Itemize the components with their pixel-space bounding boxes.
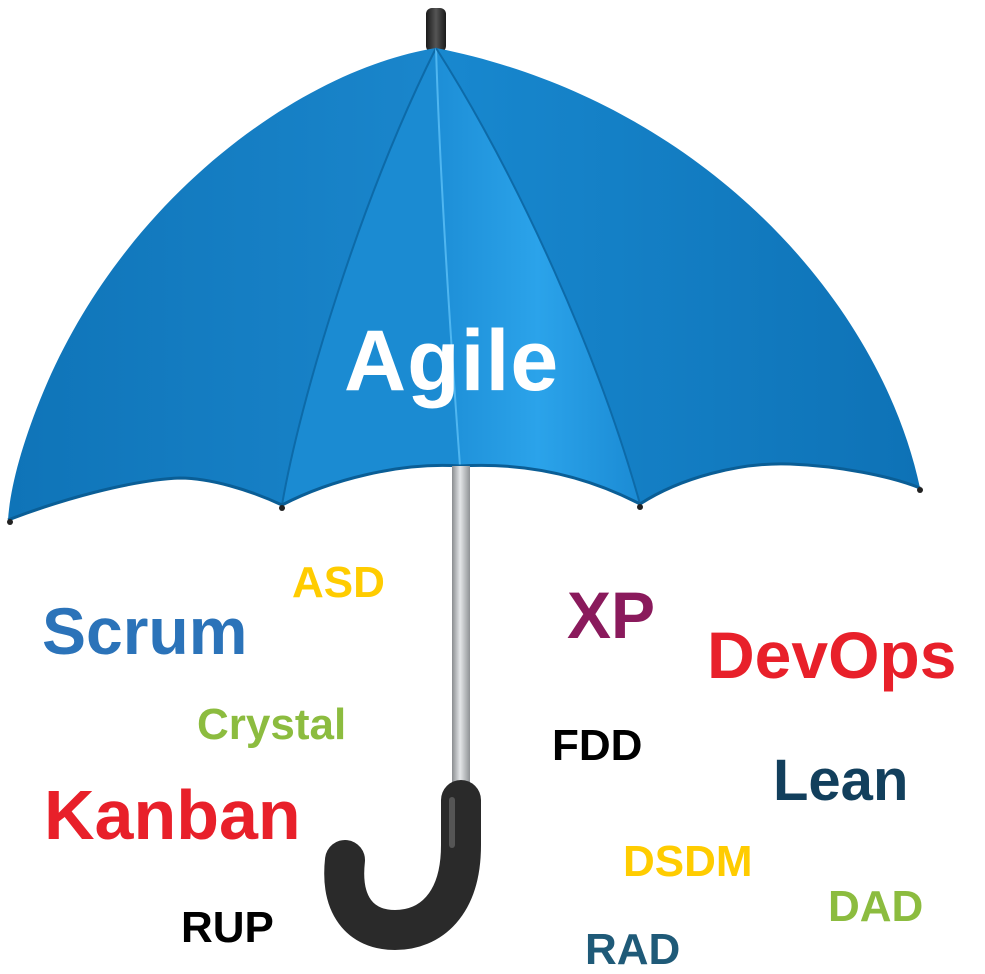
umbrella-shaft — [452, 466, 470, 804]
method-label: DevOps — [707, 618, 957, 692]
method-label: ASD — [292, 558, 385, 607]
method-label: DSDM — [623, 837, 753, 886]
umbrella-tip — [426, 8, 446, 52]
umbrella-canopy — [7, 47, 923, 525]
method-label: DAD — [828, 882, 924, 931]
method-label: FDD — [552, 721, 643, 770]
umbrella-illustration — [7, 8, 923, 951]
method-label: RAD — [585, 925, 681, 974]
method-label: Crystal — [197, 700, 347, 749]
method-label: XP — [567, 578, 656, 652]
method-label: Kanban — [44, 776, 301, 854]
method-label: Scrum — [42, 594, 248, 668]
umbrella-label: Agile — [344, 313, 560, 409]
method-label: RUP — [181, 903, 274, 952]
method-label: Lean — [773, 748, 909, 813]
umbrella-handle — [324, 780, 481, 951]
